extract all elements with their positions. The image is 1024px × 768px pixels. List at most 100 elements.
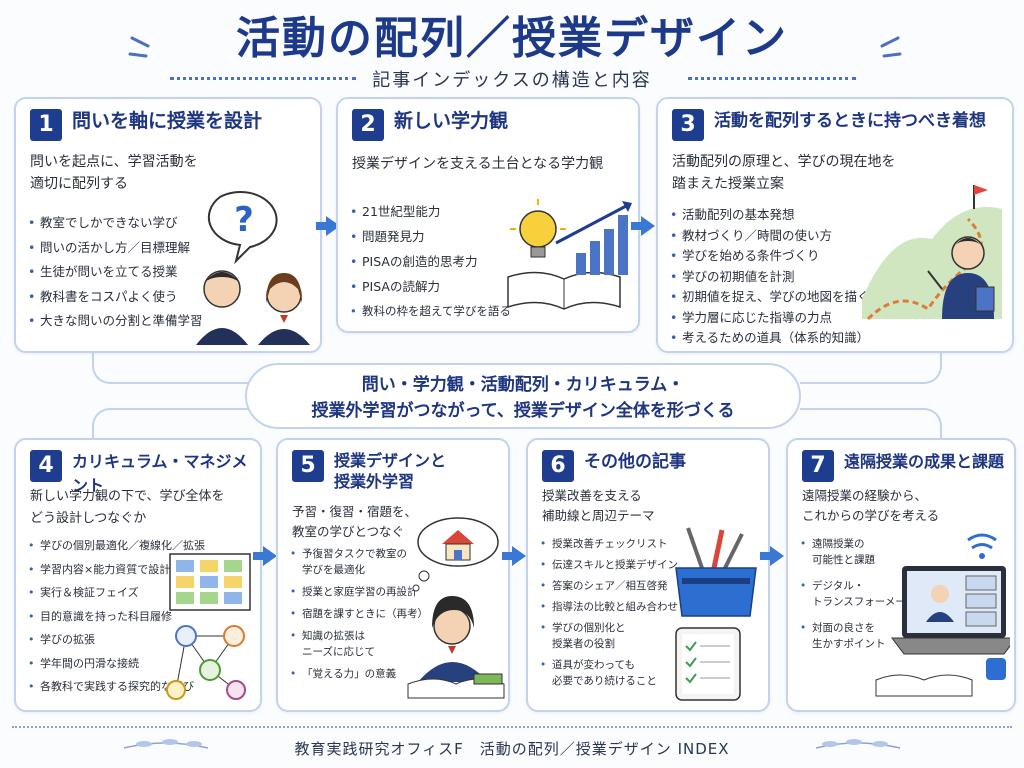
list-item-line: 知識の拡張は (302, 630, 365, 642)
card-list: 予復習タスクで教室の 学びを最適化 授業と家庭学習の再設計 宿題を課すときに（再… (288, 546, 428, 682)
summary-line-2: 授業外学習がつながって、授業デザイン全体を形づくる (311, 401, 735, 421)
list-item: 学びの初期値を計測 (668, 267, 870, 288)
list-item-line: 道具が変わっても (552, 659, 635, 671)
card-2: 2 新しい学力観 授業デザインを支える土台となる学力観 21世紀型能力 問題発見… (336, 97, 640, 333)
card-number: 4 (30, 450, 62, 482)
lightbulb-book-chart-illustration (507, 199, 632, 310)
list-item: 教科の枠を超えて学びを語る (348, 299, 511, 324)
list-item: 初期値を捉え、学びの地図を描く (668, 287, 870, 308)
card-desc: 問いを起点に、学習活動を 適切に配列する (30, 151, 198, 195)
list-item: 大きな問いの分割と準備学習 (26, 309, 203, 334)
card-7: 7 遠隔授業の成果と課題 遠隔授業の経験から、 これからの学びを考える 遠隔授業… (786, 438, 1016, 712)
card-number: 5 (292, 450, 324, 482)
list-item: PISAの創造的思考力 (348, 249, 511, 274)
list-item: 予復習タスクで教室の 学びを最適化 (288, 546, 428, 578)
list-item: 伝達スキルと授業デザイン (538, 557, 678, 573)
list-item-line: 「覚える力」の意義 (302, 668, 397, 680)
card-desc-line: 適切に配列する (30, 176, 128, 192)
connector-bottom-left (92, 408, 248, 440)
card-desc-line: これからの学びを考える (802, 508, 940, 523)
card-desc-line: 授業改善を支える (542, 488, 642, 503)
list-item: 学年間の円滑な接続 (26, 652, 205, 676)
list-item: 答案のシェア／相互啓発 (538, 578, 678, 594)
card-1: 1 問いを軸に授業を設計 問いを起点に、学習活動を 適切に配列する 教室でしかで… (14, 97, 322, 353)
card-title: 問いを軸に授業を設計 (72, 110, 263, 132)
card-title: 遠隔授業の成果と課題 (844, 452, 1005, 471)
arrow-6-to-7 (760, 546, 784, 566)
summary-banner: 問い・学力観・活動配列・カリキュラム・ 授業外学習がつながって、授業デザイン全体… (245, 363, 801, 429)
curriculum-network-illustration (166, 553, 251, 700)
list-item-line: デジタル・ (812, 580, 865, 592)
list-item: 教科書をコスパよく使う (26, 285, 203, 310)
list-item: 指導法の比較と組み合わせ (538, 599, 678, 615)
card-desc: 新しい学力観の下で、学び全体を どう設計しつなぐか (30, 486, 224, 530)
card-desc-line: 新しい学力観の下で、学び全体を (30, 489, 225, 504)
card-desc: 授業改善を支える 補助線と周辺テーマ (542, 486, 655, 526)
card-number: 2 (352, 109, 384, 141)
list-item-line: 指導法の比較と組み合わせ (552, 601, 678, 613)
arrow-4-to-5 (253, 546, 277, 566)
list-item: 学習内容×能力資質で設計 (26, 558, 205, 582)
card-desc-line: 問いを起点に、学習活動を (30, 154, 198, 170)
list-item: 授業改善チェックリスト (538, 536, 678, 552)
list-item: 学びの個別化と 授業者の役割 (538, 620, 678, 652)
list-item-line: 授業改善チェックリスト (552, 538, 668, 550)
arrow-2-to-3 (631, 216, 655, 236)
list-item-line: 宿題を課すときに（再考） (302, 608, 428, 620)
summary-line-1: 問い・学力観・活動配列・カリキュラム・ (361, 375, 685, 395)
list-item: 知識の拡張は ニーズに応じて (288, 628, 428, 660)
card-title-line: 授業外学習 (334, 472, 415, 491)
card-desc-line: どう設計しつなぐか (30, 511, 147, 526)
card-6: 6 その他の記事 授業改善を支える 補助線と周辺テーマ 授業改善チェックリスト … (526, 438, 770, 712)
list-item: 学びを始める条件づくり (668, 246, 870, 267)
list-item-line: 授業者の役割 (552, 638, 615, 650)
list-item: 遠隔授業の 可能性と課題 (798, 536, 937, 568)
list-item: 活動配列の基本発想 (668, 205, 870, 226)
card-3: 3 活動を配列するときに持つべき着想 活動配列の原理と、学びの現在地を 踏まえた… (656, 97, 1014, 353)
list-item: 宿題を課すときに（再考） (288, 606, 428, 622)
list-item: 目的意識を持った科目履修 (26, 605, 205, 629)
card-list: 21世紀型能力 問題発見力 PISAの創造的思考力 PISAの読解力 教科の枠を… (348, 199, 511, 324)
card-desc-line: 授業デザインを支える土台となる学力観 (352, 156, 604, 172)
list-item: 対面の良さを 生かすポイント (798, 620, 937, 652)
connector-bottom-right (800, 408, 942, 440)
leaf-right-icon (815, 739, 901, 749)
card-desc-line: 遠隔授業の経験から、 (802, 488, 928, 503)
sparkle-left-icon (128, 36, 150, 58)
list-item-line: 答案のシェア／相互啓発 (552, 580, 668, 592)
card-desc-line: 予習・復習・宿題を、 (292, 504, 418, 519)
list-item: PISAの読解力 (348, 274, 511, 299)
student-homework-illustration (407, 517, 505, 699)
connector-top-left (92, 348, 248, 384)
list-item-line: 授業と家庭学習の再設計 (302, 586, 418, 598)
card-desc-line: 補助線と周辺テーマ (542, 508, 655, 523)
list-item: 教材づくり／時間の使い方 (668, 226, 870, 247)
card-5: 5 授業デザインと 授業外学習 予習・復習・宿題を、 教室の学びとつなぐ 予復習… (276, 438, 510, 712)
list-item-line: 対面の良さを (812, 622, 875, 634)
arrow-5-to-6 (502, 546, 526, 566)
list-item: 問題発見力 (348, 224, 511, 249)
list-item-line: 必要であり続けること (552, 675, 657, 687)
list-item-line: 生かすポイント (812, 638, 886, 650)
card-desc: 活動配列の原理と、学びの現在地を 踏まえた授業立案 (672, 151, 895, 195)
list-item-line: 遠隔授業の (812, 538, 865, 550)
footer-text: 教育実践研究オフィスF 活動の配列／授業デザイン INDEX (294, 740, 730, 758)
list-item: 学びの拡張 (26, 628, 205, 652)
list-item: 実行＆検証フェイズ (26, 581, 205, 605)
connector-top-right (800, 348, 942, 384)
page-title: 活動の配列／授業デザイン (236, 13, 788, 64)
list-item: 生徒が問いを立てる授業 (26, 260, 203, 285)
card-list: 活動配列の基本発想 教材づくり／時間の使い方 学びを始める条件づくり 学びの初期… (668, 205, 870, 349)
leaf-left-icon (123, 739, 209, 749)
footer-divider (12, 726, 1012, 728)
list-item: 学力層に応じた指導の力点 (668, 308, 870, 329)
students-question-illustration: ? (196, 191, 310, 345)
card-desc-line: 教室の学びとつなぐ (292, 524, 405, 539)
list-item: 「覚える力」の意義 (288, 666, 428, 682)
card-title-line: 授業デザインと (334, 451, 447, 470)
card-title: 活動を配列するときに持つべき着想 (714, 111, 986, 131)
svg-text:?: ? (234, 200, 254, 240)
card-title: 新しい学力観 (394, 110, 509, 132)
list-item: 学びの個別最適化／複線化／拡張 (26, 534, 205, 558)
card-desc-line: 踏まえた授業立案 (672, 176, 784, 192)
